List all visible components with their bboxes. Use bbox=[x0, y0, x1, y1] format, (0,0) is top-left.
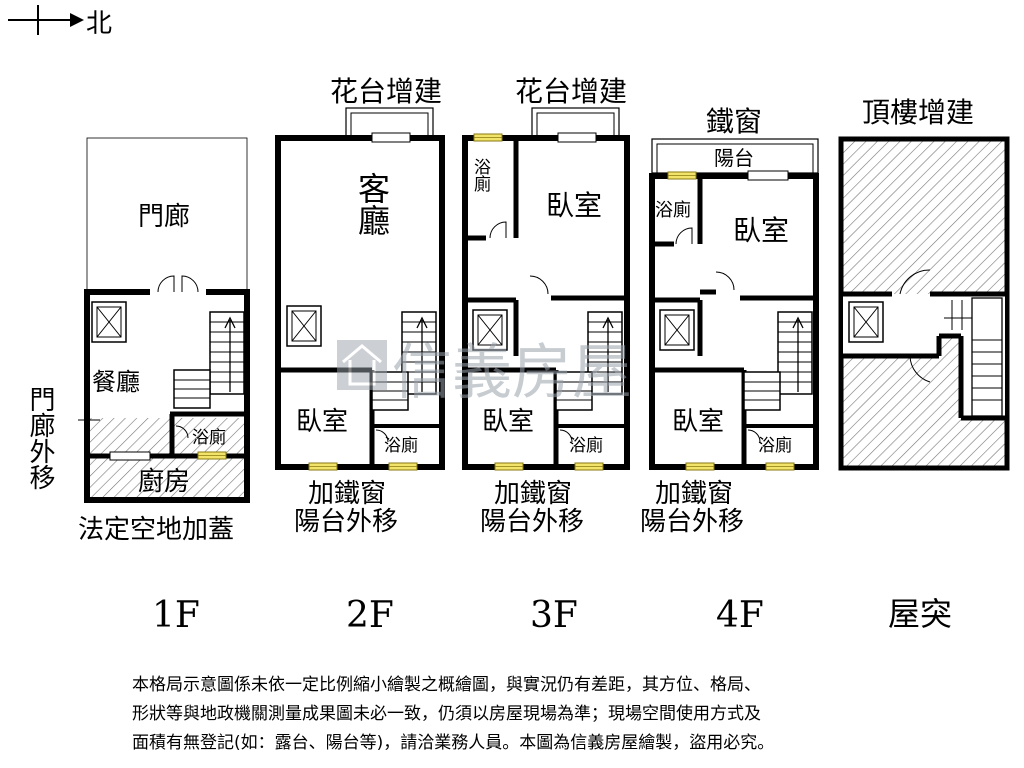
1f-dining-label: 餐廳 bbox=[92, 368, 140, 396]
disclaimer: 本格局示意圖係未依一定比例縮小繪製之概繪圖，與實況仍有差距，其方位、格局、 形狀… bbox=[132, 671, 952, 758]
4f-top-note: 鐵窗 bbox=[706, 105, 762, 138]
floor-1f bbox=[78, 137, 250, 503]
3f-bottom-note-1: 加鐵窗 bbox=[494, 479, 572, 509]
watermark-text: 信義房屋 bbox=[392, 338, 632, 408]
2f-living-label: 客廳 bbox=[353, 172, 391, 236]
3f-bedroom-label: 臥室 bbox=[482, 407, 534, 437]
1f-bath-label: 浴廁 bbox=[192, 427, 226, 448]
1f-bottom-note: 法定空地加蓋 bbox=[78, 515, 234, 545]
3f-bedroom-top-label: 臥室 bbox=[546, 189, 602, 222]
floor-2f bbox=[275, 107, 445, 471]
4f-bedroom-top-label: 臥室 bbox=[733, 214, 789, 247]
roof-top-note: 頂樓增建 bbox=[862, 96, 974, 129]
1f-porch-move-note: 門廊外移 bbox=[25, 386, 55, 490]
4f-bath-top-label: 浴廁 bbox=[655, 199, 691, 221]
roof-floor-label: 屋突 bbox=[888, 595, 952, 633]
floor-3f bbox=[462, 107, 630, 471]
floor-roof bbox=[838, 136, 1010, 471]
2f-bottom-note-2: 陽台外移 bbox=[294, 507, 398, 537]
north-arrow-icon bbox=[8, 5, 84, 35]
3f-bottom-note-2: 陽台外移 bbox=[480, 507, 584, 537]
3f-top-note: 花台增建 bbox=[515, 75, 627, 108]
disclaimer-line: 形狀等與地政機關測量成果圖未必一致，仍須以房屋現場為準；現場空間使用方式及 bbox=[132, 704, 761, 724]
1f-floor-label: 1F bbox=[152, 595, 200, 636]
disclaimer-line: 本格局示意圖係未依一定比例縮小繪製之概繪圖，與實況仍有差距，其方位、格局、 bbox=[132, 675, 761, 695]
3f-bath-label: 浴廁 bbox=[569, 435, 603, 456]
4f-bottom-note-2: 陽台外移 bbox=[640, 507, 744, 537]
watermark-logo bbox=[337, 340, 387, 390]
1f-porch-label: 門廊 bbox=[138, 202, 190, 232]
floor-4f bbox=[649, 138, 819, 471]
1f-kitchen-label: 廚房 bbox=[138, 467, 190, 497]
2f-bottom-note-1: 加鐵窗 bbox=[308, 479, 386, 509]
3f-floor-label: 3F bbox=[530, 595, 578, 636]
north-label: 北 bbox=[86, 9, 112, 39]
3f-bath-top-label: 浴廁 bbox=[470, 158, 491, 193]
2f-bath-label: 浴廁 bbox=[384, 435, 418, 456]
4f-bedroom-label: 臥室 bbox=[672, 407, 724, 437]
disclaimer-line: 面積有無登記(如：露台、陽台等)，請洽業務人員。本圖為信義房屋繪製，盜用必究。 bbox=[132, 733, 775, 753]
2f-top-note: 花台增建 bbox=[330, 75, 442, 108]
2f-floor-label: 2F bbox=[346, 595, 394, 636]
4f-balcony-label: 陽台 bbox=[714, 146, 754, 170]
4f-bottom-note-1: 加鐵窗 bbox=[655, 479, 733, 509]
4f-bath-label: 浴廁 bbox=[758, 435, 792, 456]
2f-bedroom-label: 臥室 bbox=[296, 407, 348, 437]
4f-floor-label: 4F bbox=[716, 595, 764, 636]
